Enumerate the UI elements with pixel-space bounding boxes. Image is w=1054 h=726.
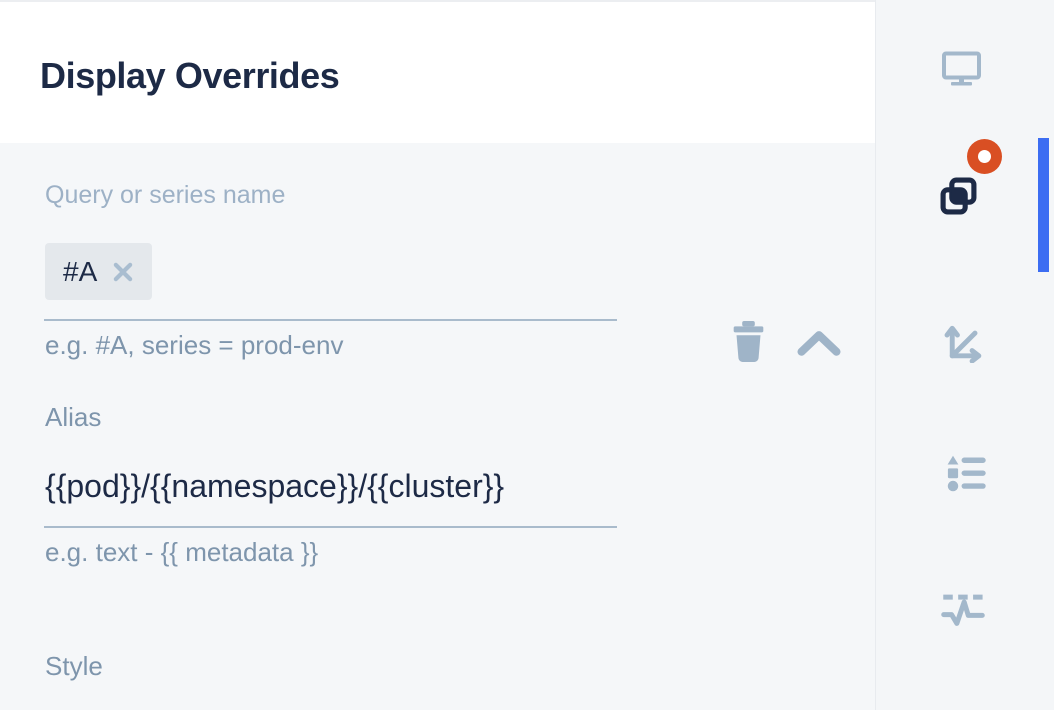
- sidebar-item-display-settings[interactable]: [942, 51, 981, 86]
- query-chip-text: #A: [63, 255, 98, 287]
- query-series-label: Query or series name: [45, 181, 286, 209]
- alias-input[interactable]: {{pod}}/{{namespace}}/{{cluster}}: [45, 468, 505, 504]
- axes-arrows-icon: [943, 325, 983, 366]
- override-editor-card: Query or series name #A e.g. #A, series …: [0, 143, 875, 710]
- alias-helper-text: e.g. text - {{ metadata }}: [45, 537, 319, 567]
- alias-label: Alias: [45, 402, 102, 432]
- pulse-threshold-icon: [941, 594, 985, 633]
- sidebar-item-axes[interactable]: [943, 321, 983, 366]
- close-icon[interactable]: [112, 261, 134, 283]
- query-chip[interactable]: #A: [45, 243, 153, 300]
- monitor-icon: [942, 51, 981, 89]
- sidebar-item-thresholds[interactable]: [941, 592, 985, 630]
- overlap-squares-icon: [940, 177, 977, 218]
- query-input-underline: [44, 319, 617, 321]
- delete-override-button[interactable]: [731, 321, 766, 362]
- settings-sidebar: [875, 0, 1054, 710]
- active-tab-indicator: [1038, 138, 1049, 272]
- style-section-label: Style: [45, 651, 103, 681]
- bulleted-list-icon: [944, 455, 986, 495]
- top-divider: [0, 0, 1054, 2]
- query-helper-text: e.g. #A, series = prod-env: [45, 330, 344, 360]
- page-title: Display Overrides: [40, 55, 340, 96]
- collapse-override-button[interactable]: [796, 329, 842, 357]
- alias-input-underline: [44, 526, 617, 528]
- trash-icon: [731, 321, 766, 365]
- sidebar-item-display-overrides[interactable]: [940, 177, 977, 215]
- chevron-up-icon: [796, 331, 842, 360]
- sidebar-item-legend[interactable]: [944, 454, 986, 492]
- override-notification-badge: [967, 139, 1002, 174]
